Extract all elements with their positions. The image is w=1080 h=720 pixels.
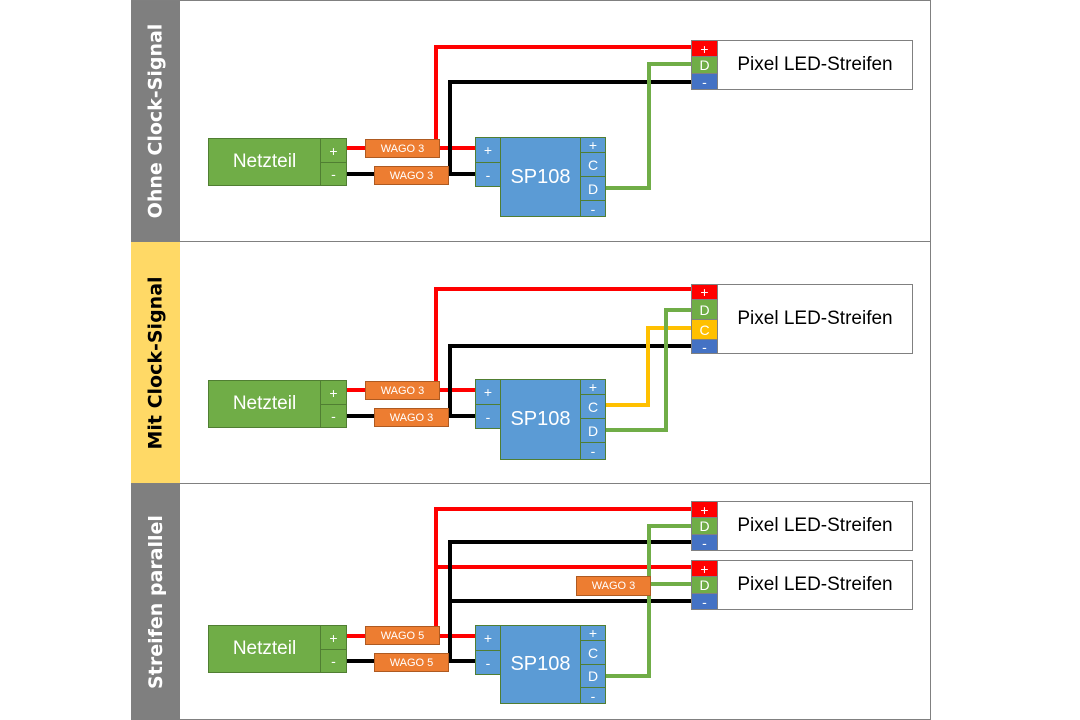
controller-in-plus: + bbox=[475, 379, 501, 405]
controller-in-plus: + bbox=[475, 137, 501, 163]
strip-data-terminal: D bbox=[691, 299, 718, 320]
led-strip: Pixel LED-Streifen bbox=[717, 40, 913, 90]
wago-minus: WAGO 5 bbox=[374, 653, 449, 672]
power-supply-minus-terminal: - bbox=[320, 649, 347, 673]
power-supply: Netzteil bbox=[208, 625, 321, 673]
power-supply-label: Netzteil bbox=[232, 393, 297, 414]
wago-plus: WAGO 5 bbox=[365, 626, 440, 645]
wire-clock bbox=[605, 326, 692, 407]
power-supply-plus-terminal: + bbox=[320, 380, 347, 405]
led-strip-1: Pixel LED-Streifen bbox=[717, 501, 913, 551]
led-strip-label: Pixel LED-Streifen bbox=[737, 515, 893, 536]
power-supply-label: Netzteil bbox=[232, 638, 297, 659]
controller-sp108: SP108 bbox=[500, 379, 581, 460]
controller-out-plus: + bbox=[580, 137, 606, 153]
controller-out-c: C bbox=[580, 152, 606, 177]
controller-out-minus: - bbox=[580, 687, 606, 704]
wire-plus bbox=[346, 287, 692, 392]
controller-label: SP108 bbox=[510, 165, 571, 188]
panel-label-parallel: Streifen parallel bbox=[131, 484, 180, 720]
power-supply: Netzteil bbox=[208, 380, 321, 428]
wire-plus bbox=[346, 45, 692, 150]
panel-label-ohne-clock: Ohne Clock-Signal bbox=[131, 1, 180, 241]
controller-out-d: D bbox=[580, 176, 606, 201]
panel-label-mit-clock: Mit Clock-Signal bbox=[131, 242, 180, 483]
wire-data bbox=[605, 524, 692, 678]
strip-clock-terminal: C bbox=[691, 319, 718, 340]
strip-2-minus-terminal: - bbox=[691, 593, 718, 610]
strip-1-plus-terminal: + bbox=[691, 501, 718, 518]
controller-sp108: SP108 bbox=[500, 137, 581, 217]
controller-out-d: D bbox=[580, 418, 606, 443]
strip-1-data-terminal: D bbox=[691, 517, 718, 535]
wire-data bbox=[605, 62, 692, 190]
controller-in-minus: - bbox=[475, 404, 501, 429]
wago-minus: WAGO 3 bbox=[374, 408, 449, 427]
strip-minus-terminal: - bbox=[691, 339, 718, 354]
led-strip-label: Pixel LED-Streifen bbox=[737, 54, 893, 75]
led-strip-2: Pixel LED-Streifen bbox=[717, 560, 913, 610]
controller-label: SP108 bbox=[510, 653, 571, 675]
strip-plus-terminal: + bbox=[691, 40, 718, 57]
wire-data bbox=[605, 308, 692, 432]
strip-plus-terminal: + bbox=[691, 284, 718, 300]
wire-plus bbox=[346, 507, 692, 638]
controller-out-minus: - bbox=[580, 200, 606, 217]
led-strip-label: Pixel LED-Streifen bbox=[737, 574, 893, 595]
power-supply-plus-terminal: + bbox=[320, 138, 347, 163]
wago-data: WAGO 3 bbox=[576, 576, 651, 596]
strip-2-plus-terminal: + bbox=[691, 560, 718, 577]
strip-minus-terminal: - bbox=[691, 73, 718, 90]
strip-data-terminal: D bbox=[691, 56, 718, 74]
controller-out-plus: + bbox=[580, 379, 606, 395]
strip-2-data-terminal: D bbox=[691, 576, 718, 594]
controller-sp108: SP108 bbox=[500, 625, 581, 704]
power-supply-plus-terminal: + bbox=[320, 625, 347, 650]
power-supply: Netzteil bbox=[208, 138, 321, 186]
power-supply-minus-terminal: - bbox=[320, 404, 347, 428]
power-supply-label: Netzteil bbox=[232, 151, 297, 172]
controller-out-c: C bbox=[580, 640, 606, 665]
controller-out-d: D bbox=[580, 664, 606, 688]
controller-out-plus: + bbox=[580, 625, 606, 641]
wago-minus: WAGO 3 bbox=[374, 166, 449, 185]
led-strip-label: Pixel LED-Streifen bbox=[737, 308, 893, 329]
power-supply-minus-terminal: - bbox=[320, 162, 347, 186]
led-strip: Pixel LED-Streifen bbox=[717, 284, 913, 354]
controller-in-plus: + bbox=[475, 625, 501, 651]
controller-in-minus: - bbox=[475, 162, 501, 187]
wago-plus: WAGO 3 bbox=[365, 381, 440, 400]
controller-out-c: C bbox=[580, 394, 606, 419]
strip-1-minus-terminal: - bbox=[691, 534, 718, 551]
controller-in-minus: - bbox=[475, 650, 501, 675]
controller-out-minus: - bbox=[580, 442, 606, 460]
wago-plus: WAGO 3 bbox=[365, 139, 440, 158]
controller-label: SP108 bbox=[510, 408, 571, 430]
